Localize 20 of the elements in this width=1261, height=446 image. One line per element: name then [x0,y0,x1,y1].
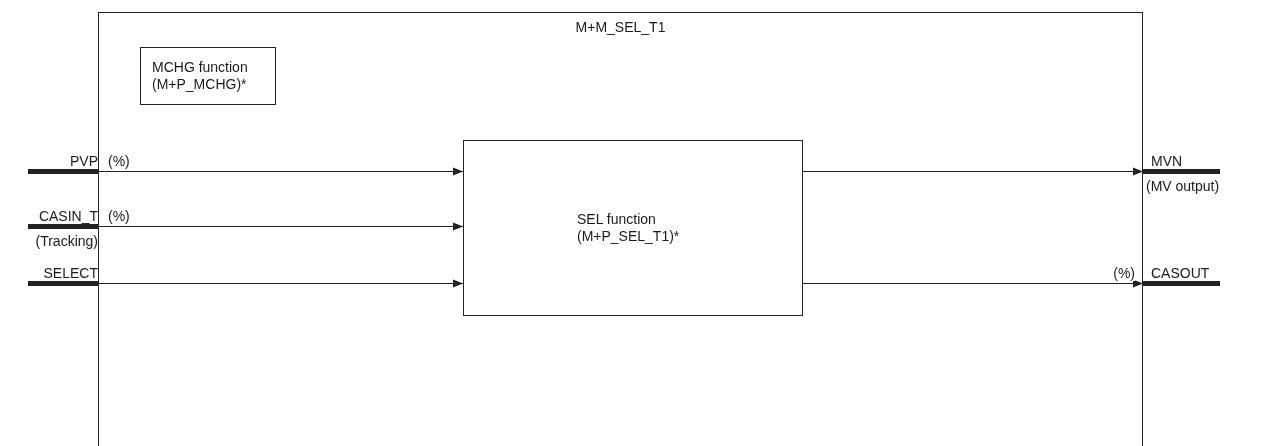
edge-label: (%) [108,152,130,169]
edge-label: (%) [108,207,130,224]
function-label: MCHG function (M+P_MCHG)* [152,59,249,93]
function-box [140,47,276,105]
terminal-name: MVN [1151,153,1183,170]
block-title: M+M_SEL_T1 [574,19,667,36]
arrow [97,167,464,176]
arrow [802,167,1144,176]
arrow [97,222,464,231]
terminal-name: CASOUT [1151,265,1210,282]
arrow [97,279,464,288]
terminal-name: CASIN_T [38,208,98,225]
function-box [463,140,803,316]
arrow [802,279,1144,288]
function-label: SEL function (M+P_SEL_T1)* [577,211,681,245]
terminal-name: PVP [70,153,98,170]
terminal-name: SELECT [43,265,98,282]
terminal-note: (MV output) [1146,178,1220,195]
edge-label: (%) [1113,264,1135,281]
terminal-note: (Tracking) [35,233,98,250]
